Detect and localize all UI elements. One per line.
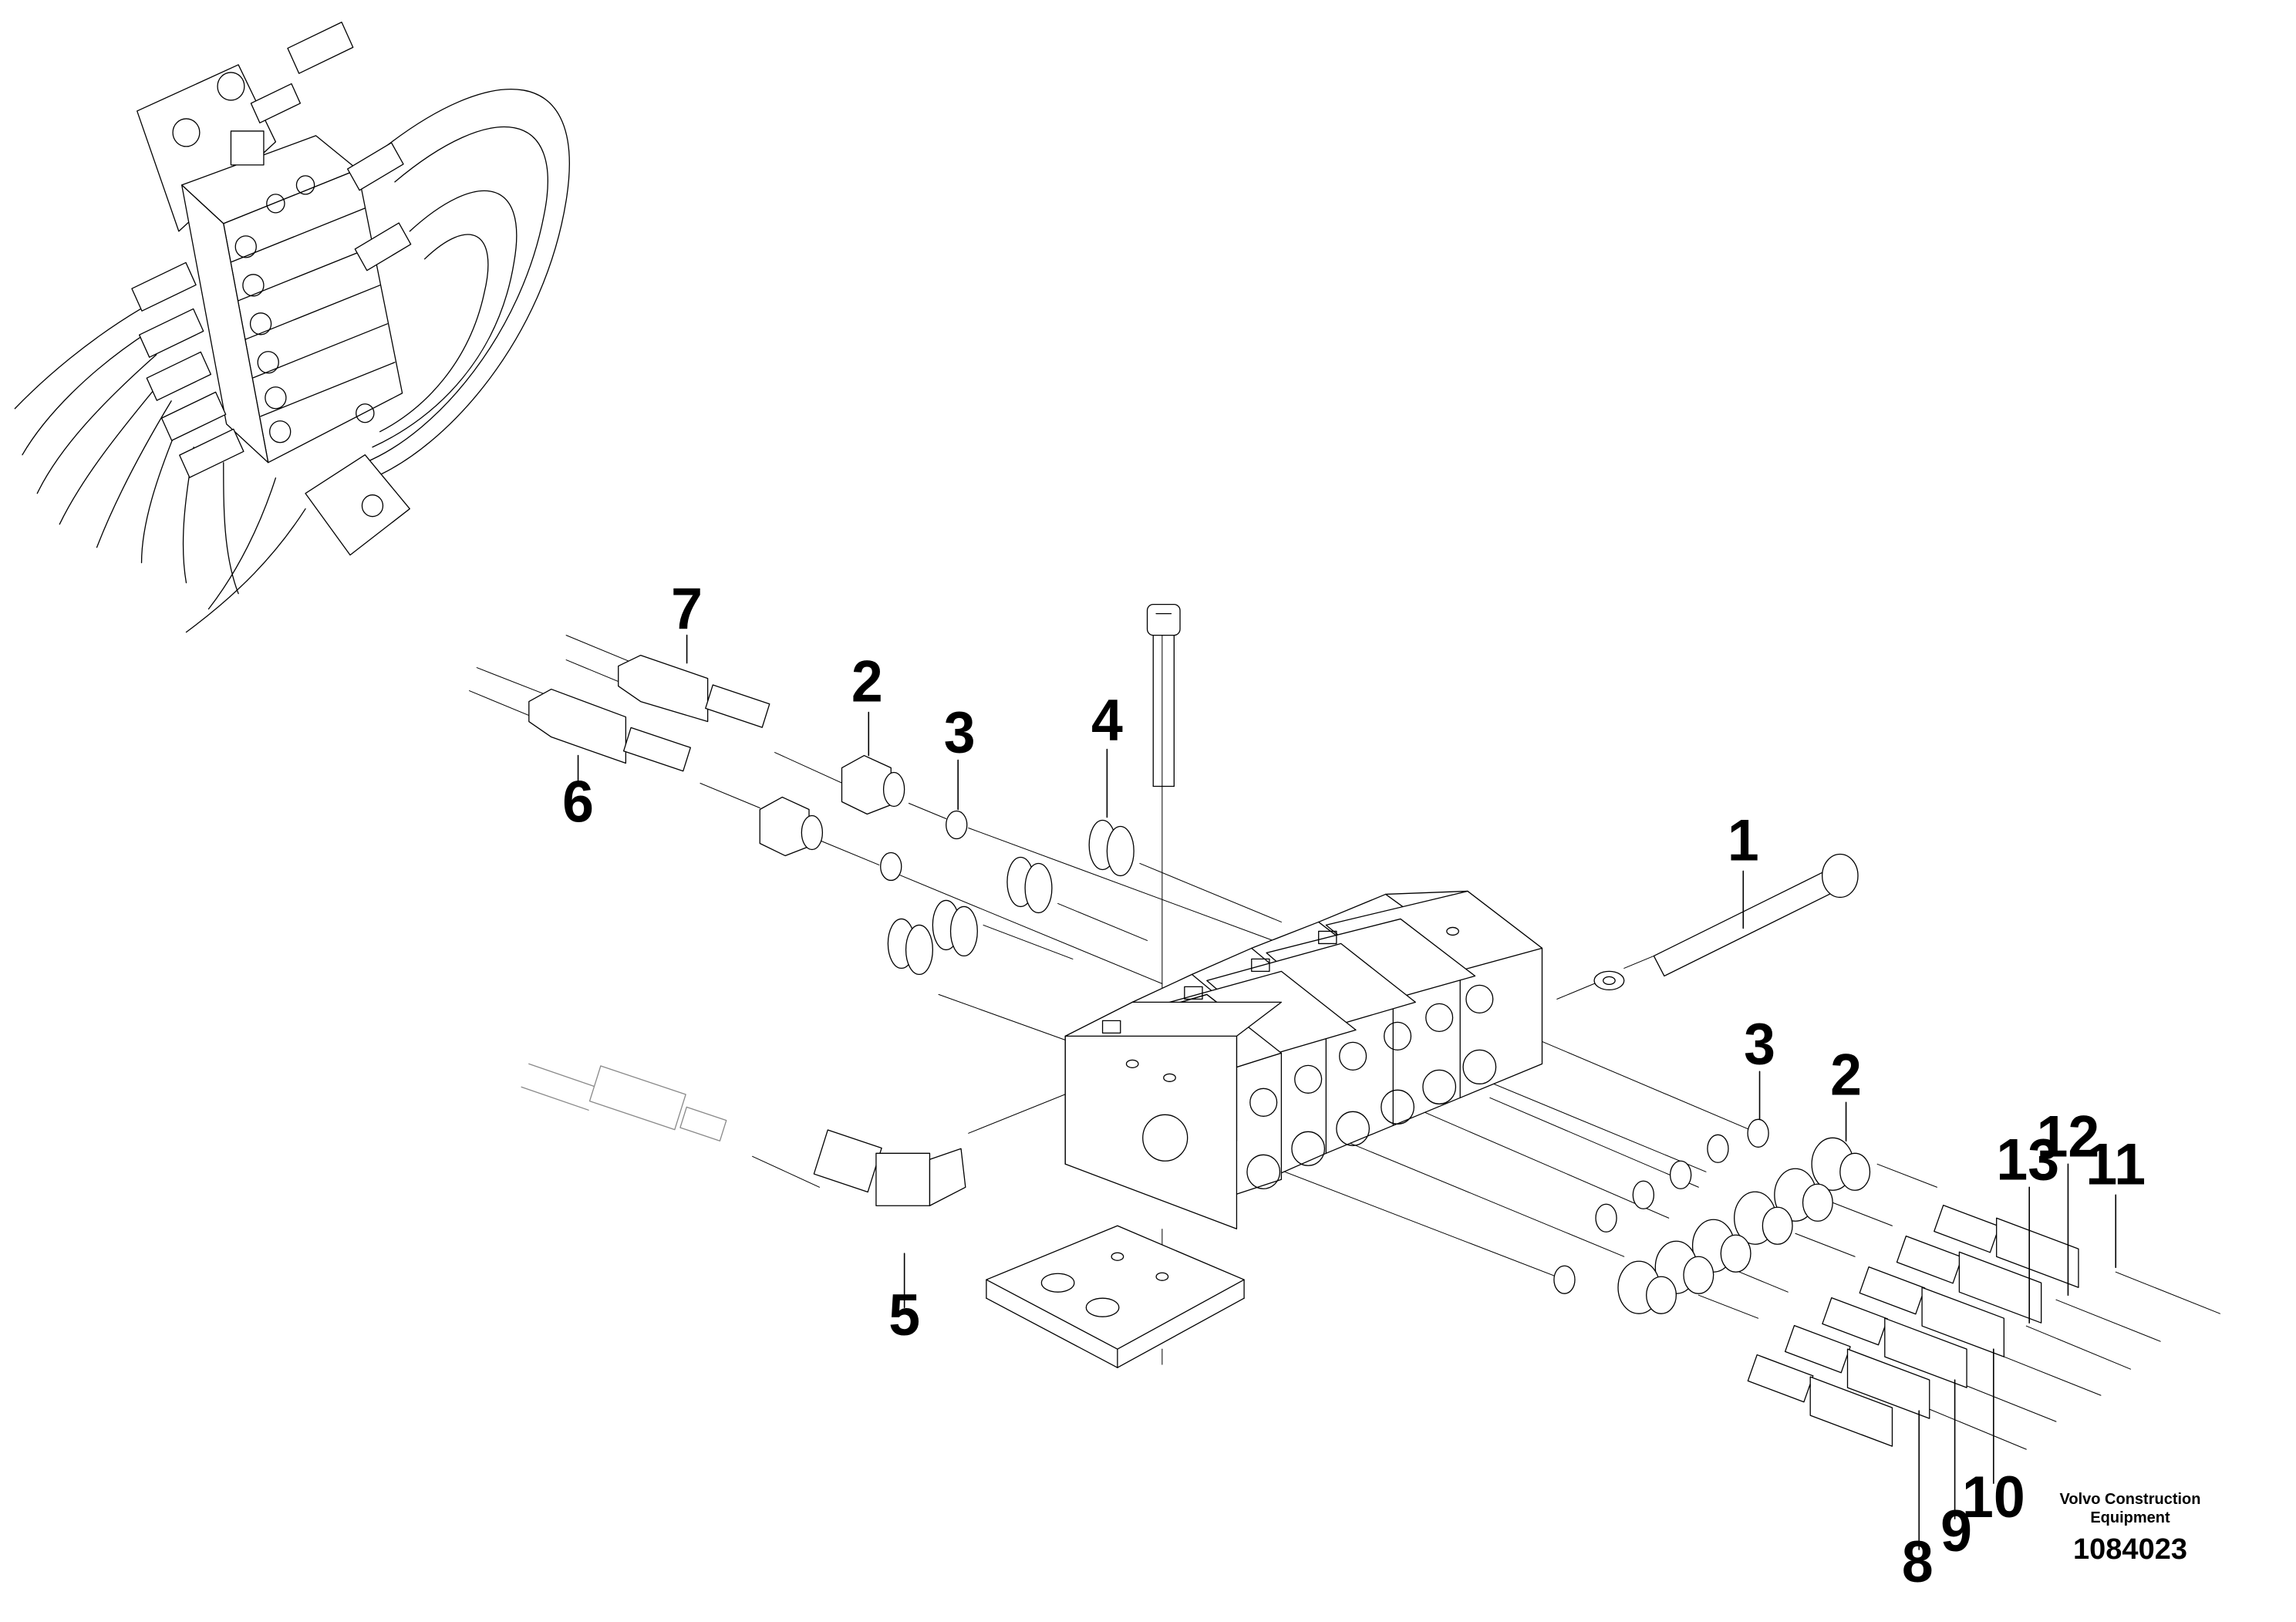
callout-1: 1: [1728, 807, 1759, 872]
callout-11: 11: [2085, 1131, 2146, 1196]
hose-ends-right: [1748, 1206, 2079, 1446]
long-bolt-vertical: [1148, 605, 1181, 787]
callout-10: 10: [1962, 1464, 2025, 1529]
callout-2-right: 2: [1830, 1041, 1862, 1107]
callout-5: 5: [888, 1282, 920, 1347]
valve-block-assembly: [1065, 891, 1542, 1229]
callout-9: 9: [1940, 1498, 1972, 1563]
callout-3-right: 3: [1744, 1010, 1775, 1076]
callout-labels: 1 2 2 3 3 4 5 6 7 8 9 10 11 12 13: [562, 575, 2146, 1594]
callout-6: 6: [562, 768, 594, 834]
publisher-name-line1: Volvo Construction: [2059, 1491, 2201, 1508]
hose-end-upper: [619, 656, 770, 728]
seal-rings-left: [881, 811, 967, 881]
hose-end-lower: [529, 690, 690, 771]
leader-lines: [578, 636, 2116, 1549]
callout-7: 7: [671, 575, 703, 641]
seal-rings-right: [1554, 1119, 1768, 1293]
callout-3-left: 3: [944, 699, 976, 764]
base-plate: [986, 1226, 1244, 1367]
plugs: [888, 820, 1134, 974]
elbow-fitting: [521, 1064, 966, 1206]
callout-4: 4: [1091, 686, 1123, 752]
assembly-axis-lines: [470, 625, 2220, 1449]
illustration-number: 1084023: [2073, 1533, 2187, 1566]
assembled-inset-view: [15, 22, 569, 632]
publisher-block: Volvo Construction Equipment 1084023: [2007, 1490, 2254, 1566]
callout-12: 12: [2037, 1103, 2100, 1168]
adapter-lower-left: [760, 798, 822, 856]
long-bolt-horizontal: [1594, 854, 1858, 990]
callout-8: 8: [1902, 1529, 1934, 1594]
publisher-name-line2: Equipment: [2090, 1509, 2170, 1526]
adapter-upper-left: [842, 756, 905, 814]
callout-13: 13: [1996, 1126, 2059, 1192]
callout-2-left: 2: [851, 648, 883, 713]
adapters-right: [1618, 1138, 1870, 1313]
